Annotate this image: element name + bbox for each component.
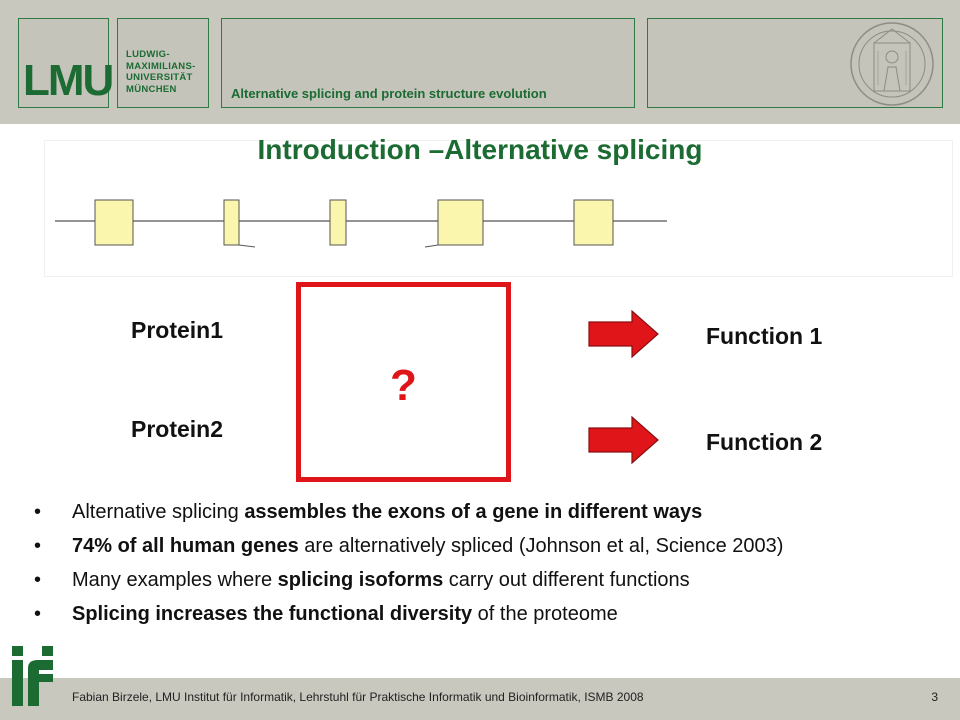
bullet-text-emphasis: assembles the exons of a gene in differe… (244, 501, 703, 523)
unknown-mechanism-box: ? (296, 282, 511, 482)
university-name: LUDWIG- MAXIMILIANS- UNIVERSITÄT MÜNCHEN (126, 49, 196, 95)
slide-title: Introduction –Alternative splicing (257, 134, 703, 165)
bullet-text-emphasis: Splicing increases the functional divers… (72, 603, 473, 625)
footer-credits: Fabian Birzele, LMU Institut für Informa… (72, 690, 644, 704)
bullet-text-part: Many examples where (72, 569, 278, 591)
question-mark: ? (390, 361, 417, 410)
university-line: MAXIMILIANS- (126, 60, 196, 72)
splice-connector (238, 244, 256, 248)
exon-5 (573, 199, 614, 246)
bullet-dot: • (34, 603, 42, 625)
lmu-logo: LMU (18, 18, 114, 108)
exon-1 (94, 199, 134, 246)
right-arrow-icon (588, 310, 659, 358)
university-line: LUDWIG- (126, 49, 170, 60)
bullet-dot: • (34, 501, 42, 523)
protein-2-label: Protein2 (131, 416, 224, 442)
university-line: UNIVERSITÄT (126, 72, 193, 83)
exon-3 (329, 199, 347, 246)
lmu-logo-text: LMU (23, 56, 114, 105)
header-title: Alternative splicing and protein structu… (231, 86, 547, 101)
ifi-logo-icon (12, 646, 53, 706)
function-1-label: Function 1 (706, 323, 823, 349)
bullet-text: Splicing increases the functional divers… (72, 603, 618, 626)
function-2-label: Function 2 (706, 429, 823, 455)
bullet-dot: • (34, 569, 42, 591)
bullet-text: Alternative splicing assembles the exons… (72, 501, 702, 524)
bullet-text-part: of the proteome (472, 603, 618, 625)
university-line: MÜNCHEN (126, 83, 177, 95)
bullet-text-part: are alternatively spliced (Johnson et al… (298, 535, 784, 557)
bullet-text-part: carry out different functions (443, 569, 690, 591)
university-name-box: LUDWIG- MAXIMILIANS- UNIVERSITÄT MÜNCHEN (117, 18, 209, 108)
exon-2 (223, 199, 240, 246)
bullet-text: 74% of all human genes are alternatively… (72, 535, 783, 558)
exon-4 (437, 199, 484, 246)
right-arrow-icon (588, 416, 659, 464)
bullet-dot: • (34, 535, 42, 557)
header-title-box: Alternative splicing and protein structu… (221, 18, 635, 108)
exon-diagram (55, 199, 667, 248)
title-banner (45, 141, 952, 276)
footer-bar (0, 678, 960, 720)
splice-connector (424, 244, 439, 248)
page-number: 3 (931, 690, 938, 704)
university-seal-icon (850, 22, 934, 106)
bullet-text: Many examples where splicing isoforms ca… (72, 569, 690, 592)
bullet-text-emphasis: 74% of all human genes (72, 535, 299, 557)
bullet-text-emphasis: splicing isoforms (277, 569, 444, 591)
seal-box (647, 18, 943, 108)
bullet-text-part: Alternative splicing (72, 501, 245, 523)
protein-1-label: Protein1 (131, 317, 224, 343)
